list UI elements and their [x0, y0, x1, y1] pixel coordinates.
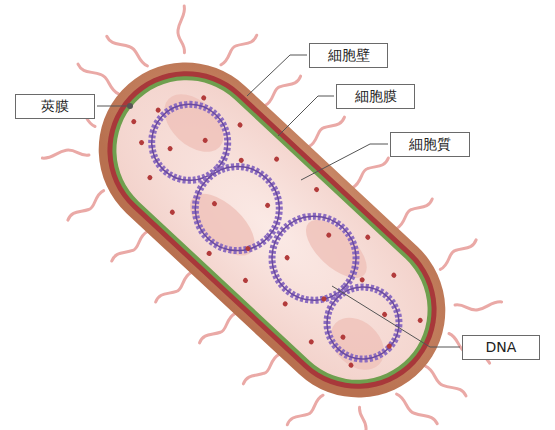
ribosome-dots — [100, 63, 441, 393]
leader-lines — [97, 55, 460, 347]
label-box: 細胞壁 — [309, 43, 388, 68]
cytoplasm-area — [87, 51, 456, 408]
cytoplasm-patches — [117, 82, 429, 382]
cell-membrane-layer — [82, 46, 462, 415]
cell-wall-layer — [75, 39, 469, 422]
dna-strand — [122, 86, 427, 380]
part-label: 莢膜 — [41, 98, 69, 115]
label-box: DNA — [462, 335, 540, 360]
label-box: 莢膜 — [15, 94, 95, 119]
leader-dot — [127, 103, 133, 109]
part-label: DNA — [486, 339, 517, 356]
part-label: 細胞膜 — [355, 88, 397, 105]
part-label: 細胞質 — [409, 136, 451, 153]
label-box: 細胞膜 — [336, 84, 415, 109]
label-box: 細胞質 — [390, 132, 470, 157]
capsule-layer — [63, 27, 482, 430]
part-label: 細胞壁 — [328, 47, 370, 64]
